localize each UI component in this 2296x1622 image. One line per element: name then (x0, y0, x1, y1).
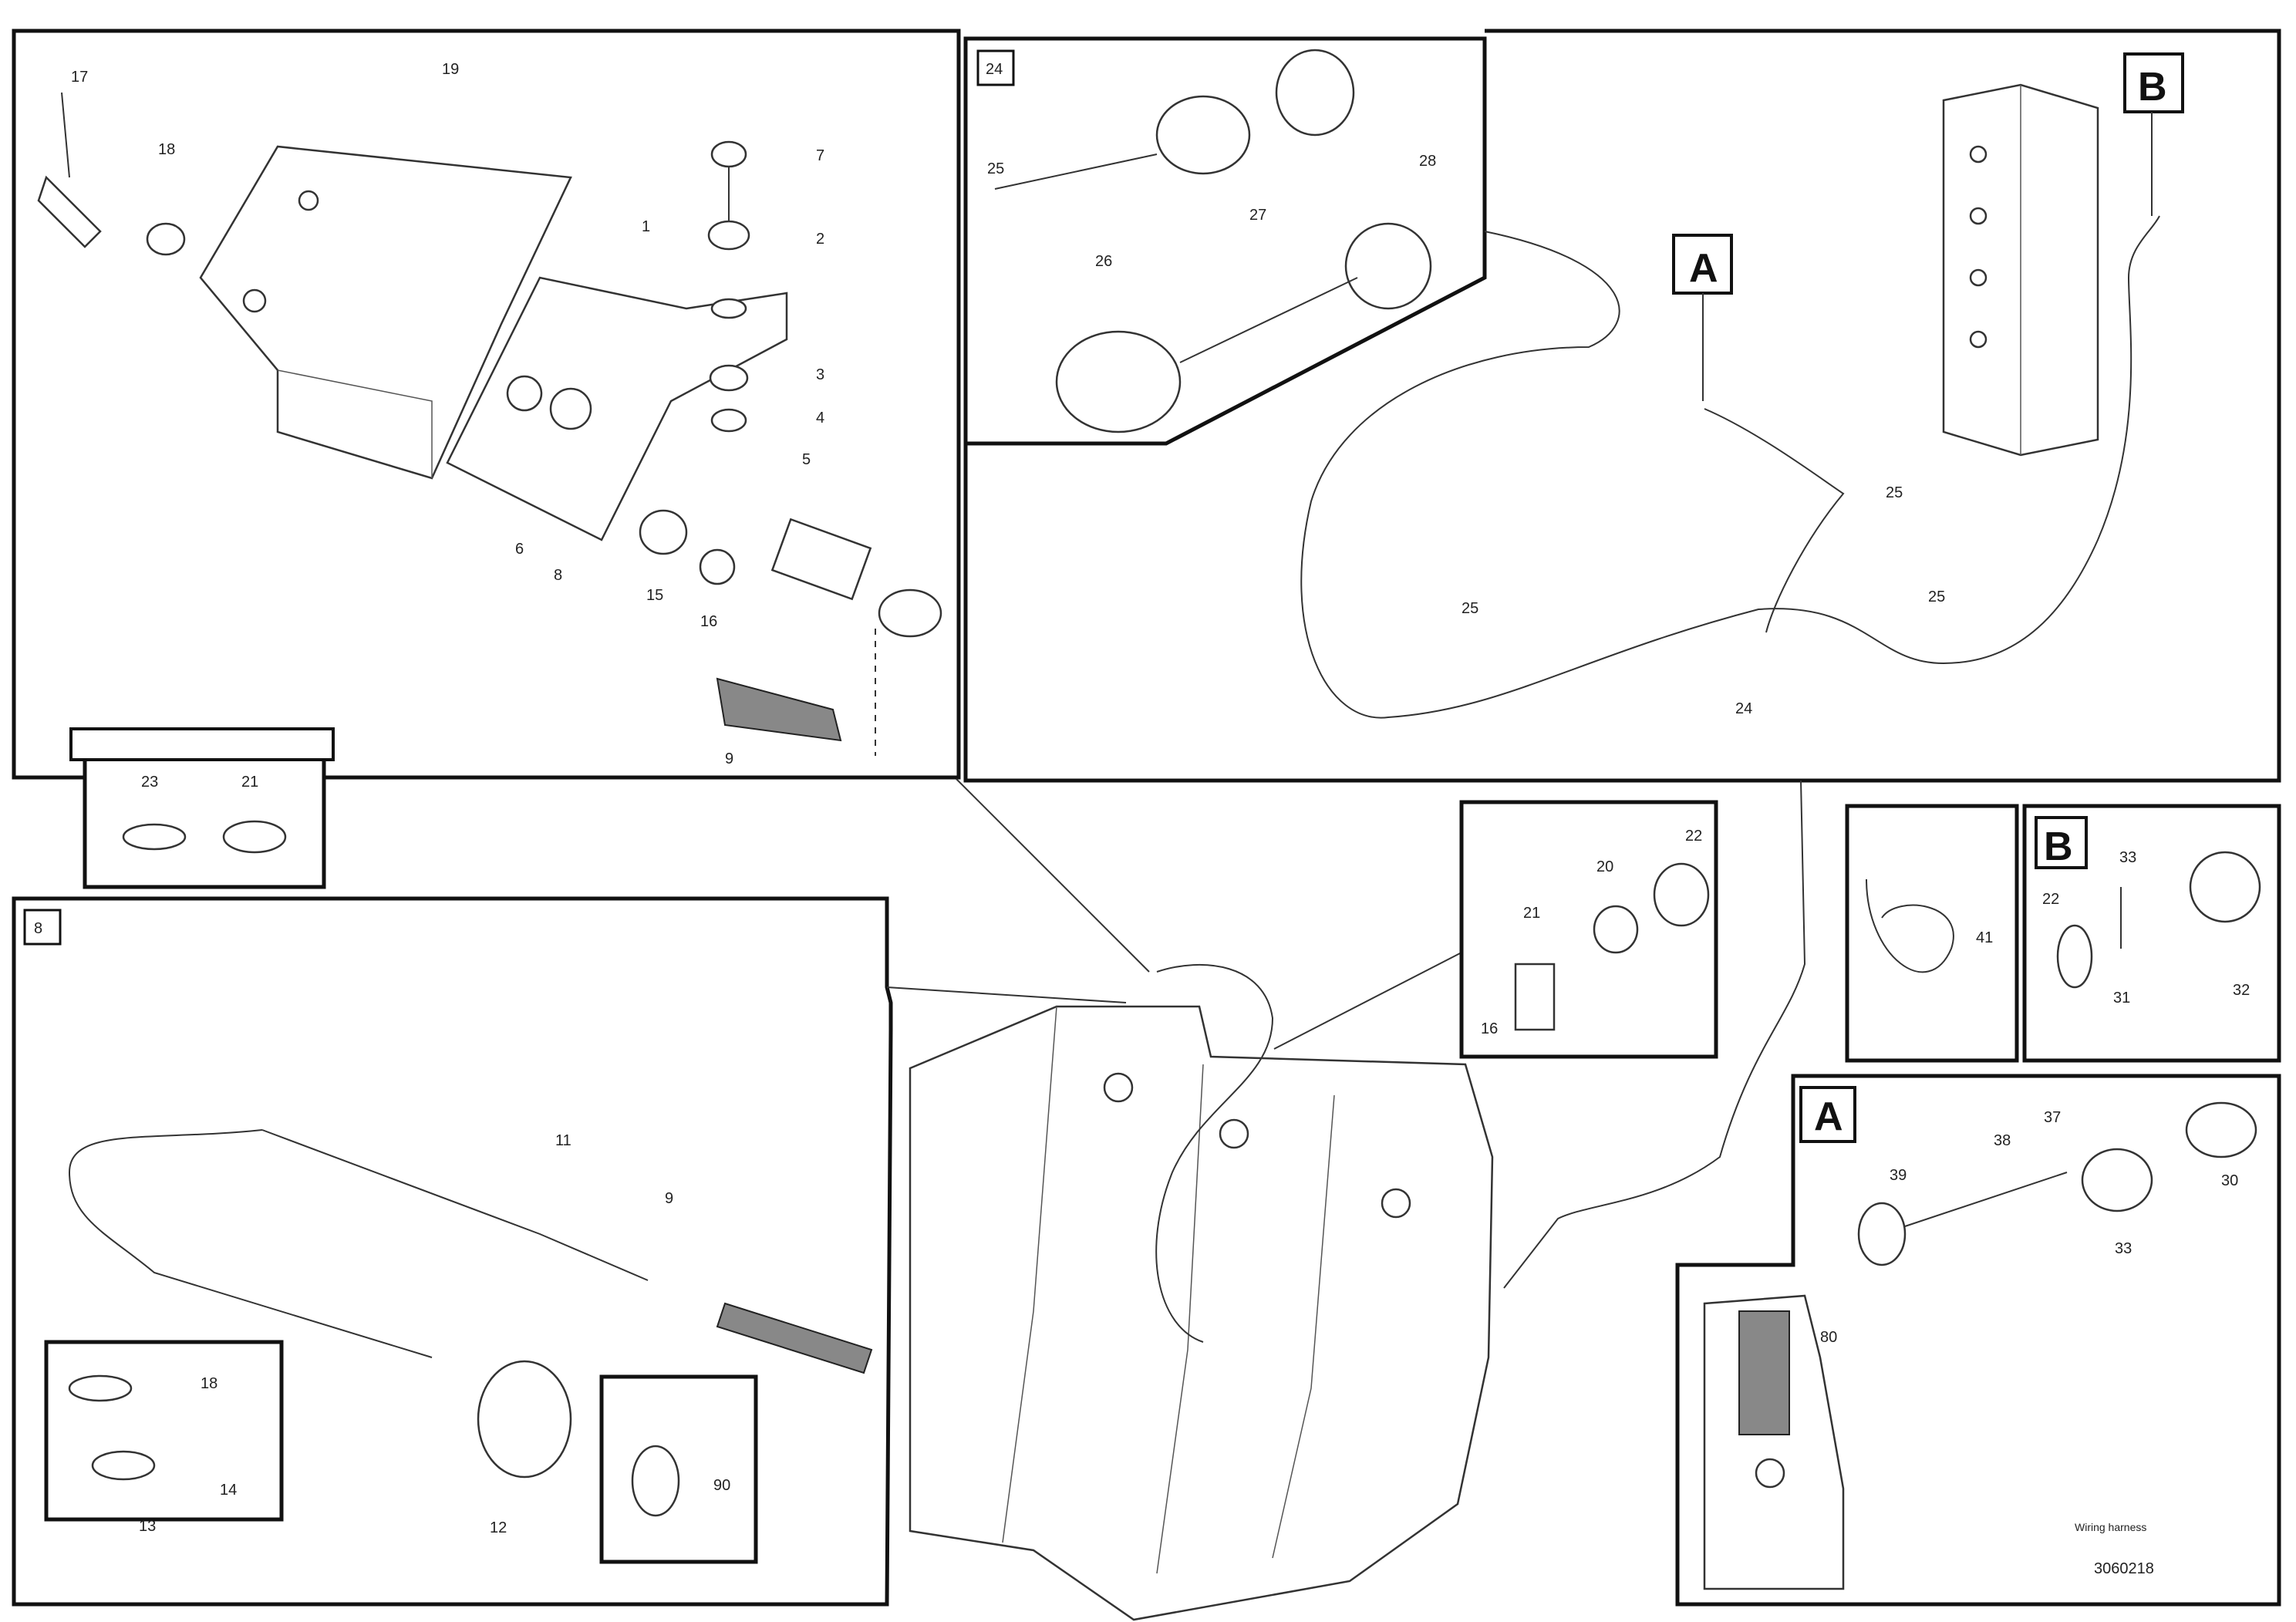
callout-25-bottom: 25 (1928, 588, 1945, 605)
callout-33-right: 33 (2119, 849, 2136, 866)
callout-6: 6 (515, 541, 524, 558)
callout-8: 8 (554, 567, 562, 584)
callout-33: 33 (2115, 1240, 2132, 1257)
inset-tag-8: 8 (34, 920, 42, 937)
machine-body (886, 778, 1806, 1621)
callout-22-center: 22 (1685, 828, 1702, 845)
callout-15: 15 (646, 587, 663, 604)
callout-7: 7 (816, 147, 824, 164)
callout-20: 20 (1596, 858, 1613, 875)
callout-11: 11 (555, 1132, 571, 1149)
callout-23: 23 (141, 774, 158, 791)
callout-18: 18 (158, 141, 175, 158)
callout-21-center: 21 (1523, 905, 1540, 922)
panel-lower-left: 8 11 9 18 13 14 12 90 (12, 896, 893, 1607)
callout-12: 12 (490, 1519, 507, 1536)
callout-41: 41 (1976, 929, 1993, 946)
view-letter-a-small: A (1814, 1094, 1843, 1139)
callout-21: 21 (241, 774, 258, 791)
callout-38: 38 (1994, 1132, 2011, 1149)
callout-32: 32 (2233, 982, 2250, 999)
callout-17: 17 (71, 69, 88, 86)
view-letter-b-small: B (2044, 824, 2073, 869)
callout-25-left: 25 (1462, 600, 1478, 617)
panel-bottom-right: A 38 39 37 33 30 80 Wiring harness 30602… (1675, 1074, 2281, 1607)
callout-9: 9 (725, 750, 733, 767)
footer-small-text: Wiring harness (2075, 1521, 2146, 1533)
panel-mid-left-small: 23 21 (69, 727, 335, 889)
callout-1: 1 (642, 218, 650, 235)
callout-14: 14 (220, 1482, 237, 1499)
callout-26: 26 (1095, 253, 1112, 270)
callout-31: 31 (2113, 990, 2130, 1007)
callout-19: 19 (442, 61, 459, 78)
footer-code: 3060218 (2094, 1560, 2154, 1577)
view-letter-a: A (1689, 246, 1718, 291)
callout-5: 5 (802, 451, 811, 468)
callout-25-right: 25 (1886, 484, 1903, 501)
callout-16: 16 (700, 613, 717, 630)
callout-13: 13 (139, 1518, 156, 1535)
callout-22-right: 22 (2042, 891, 2059, 908)
callout-25: 25 (987, 160, 1004, 177)
panel-center-inset: 22 20 21 16 (1459, 800, 1718, 1059)
callout-37: 37 (2044, 1109, 2061, 1126)
inset-tag-24: 24 (986, 61, 1003, 78)
view-letter-b: B (2138, 65, 2167, 110)
callout-3: 3 (816, 366, 824, 383)
callout-80: 80 (1820, 1329, 1837, 1346)
panel-top-right: A B 25 25 25 24 (963, 29, 2281, 783)
callout-90: 90 (713, 1477, 730, 1494)
callout-28: 28 (1419, 153, 1436, 170)
callout-16-center: 16 (1481, 1020, 1498, 1037)
callout-18-lower: 18 (201, 1375, 217, 1392)
callout-4: 4 (816, 410, 824, 427)
panel-right-small: 41 B 22 33 31 32 (1845, 804, 2281, 1063)
callout-9-lower: 9 (665, 1190, 673, 1207)
callout-30: 30 (2221, 1172, 2238, 1189)
panel-top-left: 17 18 19 7 1 2 3 4 5 6 8 15 16 9 (12, 29, 961, 780)
callout-24: 24 (1735, 700, 1752, 717)
callout-39: 39 (1890, 1167, 1907, 1184)
callout-27: 27 (1249, 207, 1266, 224)
panel-top-middle-inset: 24 25 26 27 28 (963, 36, 1487, 446)
callout-2: 2 (816, 231, 824, 248)
